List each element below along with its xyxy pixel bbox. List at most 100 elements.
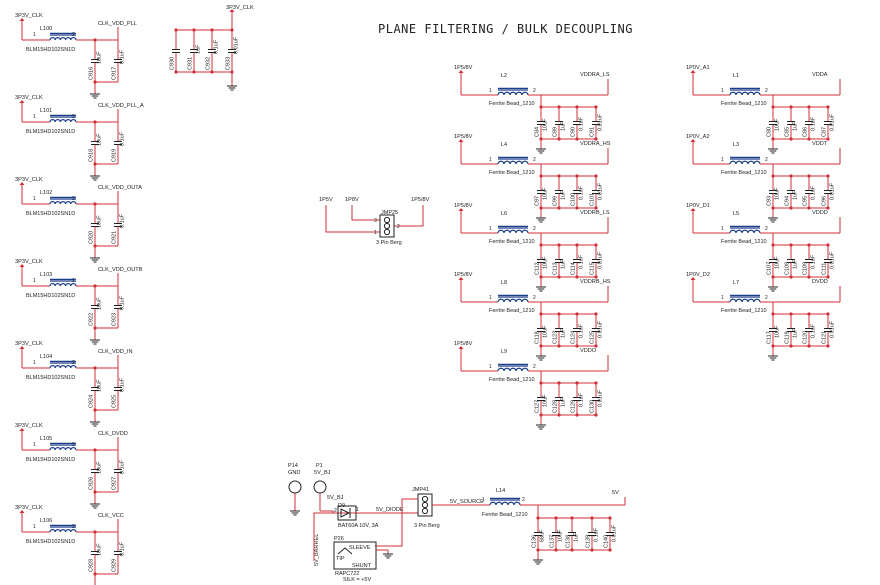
ferrite-bead	[729, 87, 761, 96]
net-label-3p3v-clk: 3P3V_CLK	[226, 5, 254, 11]
net-label-src: 3P3V_CLK	[15, 505, 43, 511]
power-port-arrow	[690, 277, 696, 280]
jack-silk: SILK = +5V	[343, 577, 371, 583]
inductor-coil	[49, 529, 77, 533]
cap-ref: C114	[571, 262, 577, 275]
cap-value: 0.1uF	[811, 185, 817, 200]
junction-dot	[557, 381, 561, 385]
junction-dot	[594, 413, 598, 417]
junction-dot	[590, 516, 594, 520]
ferrite-bead	[497, 294, 529, 303]
power-port-arrow	[19, 100, 25, 103]
power-port-arrow	[19, 428, 25, 431]
cap-ref: C96	[822, 196, 828, 206]
junction-dot	[789, 174, 793, 178]
junction-dot	[557, 344, 561, 348]
inductor-part: BLM15HD102SN1D	[26, 211, 75, 217]
net-label-out: VDDT	[812, 141, 828, 147]
net-label-src: 3P3V_CLK	[15, 341, 43, 347]
ferrite-inductor	[49, 524, 77, 533]
power-port-arrow	[458, 139, 464, 142]
ground-symbol	[768, 352, 778, 361]
net-label-src: 1P0V_D2	[686, 272, 710, 278]
junction-dot	[826, 312, 830, 316]
junction-dot	[93, 38, 97, 42]
bead-part: Ferrite Bead_1210	[721, 170, 767, 176]
cap-value: 0.01uF	[598, 389, 604, 407]
junction-dot	[771, 174, 775, 178]
net-label-1p5v: 1P5V	[319, 197, 333, 203]
cap-ref: C931	[188, 57, 194, 70]
cap-value: 0.01uF	[830, 251, 836, 269]
cap-ref: C925	[112, 395, 118, 408]
cap-value: 10uF	[97, 543, 103, 556]
junction-dot	[807, 243, 811, 247]
net-label-gnd: GND	[288, 470, 300, 476]
cap-value: 0.1uF	[120, 213, 126, 228]
power-port-arrow	[690, 139, 696, 142]
junction-dot	[575, 137, 579, 141]
cap-value: 0.1uF	[579, 116, 585, 131]
cap-value: 0.01uF	[234, 36, 240, 54]
inductor-coil	[729, 298, 761, 303]
power-port-arrow	[19, 182, 25, 185]
ground-symbol	[383, 550, 393, 559]
cap-ref: C929	[112, 559, 118, 572]
cap-value: 10uF	[543, 256, 549, 269]
pin-number: 1	[33, 278, 36, 284]
cap-value: 10uF	[97, 215, 103, 228]
cap-value: 10uF	[775, 325, 781, 338]
pin-number: 1	[489, 88, 492, 94]
junction-dot	[557, 137, 561, 141]
power-port-arrow	[19, 18, 25, 21]
jack-shunt-label: SHUNT	[352, 563, 372, 569]
cap-ref: C84	[535, 127, 541, 137]
inductor-ref: L104	[40, 354, 52, 360]
junction-dot	[575, 105, 579, 109]
cap-ref: C129	[571, 400, 577, 413]
inductor-coil	[497, 91, 529, 96]
bead-part: Ferrite Bead_1210	[721, 101, 767, 107]
cap-value: 0.1uF	[811, 254, 817, 269]
cap-ref: C125	[590, 331, 596, 344]
cap-value: 0.1uF	[214, 39, 220, 54]
jumper-pin-number: 3	[374, 218, 377, 224]
junction-dot	[557, 413, 561, 417]
cap-value: 10uF	[775, 256, 781, 269]
power-port-arrow	[19, 100, 25, 103]
junction-dot	[210, 28, 214, 32]
cap-ref: C121	[822, 331, 828, 344]
bead-part: Ferrite Bead_1210	[489, 101, 535, 107]
inductor-part: BLM15HD102SN1D	[26, 375, 75, 381]
inductor-coil	[49, 201, 77, 205]
cap-value: 0.1uF	[120, 49, 126, 64]
cap-ref: C108	[785, 262, 791, 275]
junction-dot	[230, 70, 234, 74]
inductor-coil	[497, 367, 529, 372]
net-label-out: CLK_VCC	[98, 513, 124, 519]
net-label-out: CLK_VDD_OUTB	[98, 267, 143, 273]
cap-value: 1uF	[793, 259, 799, 269]
pin-number: 1	[33, 196, 36, 202]
cap-ref: C118	[535, 331, 541, 344]
cap-value: 0.1uF	[579, 185, 585, 200]
pin-number: 1	[33, 524, 36, 530]
cap-ref: C120	[803, 331, 809, 344]
pin-number: 1	[356, 507, 359, 513]
junction-dot	[594, 312, 598, 316]
cap-value: 1uF	[793, 121, 799, 131]
